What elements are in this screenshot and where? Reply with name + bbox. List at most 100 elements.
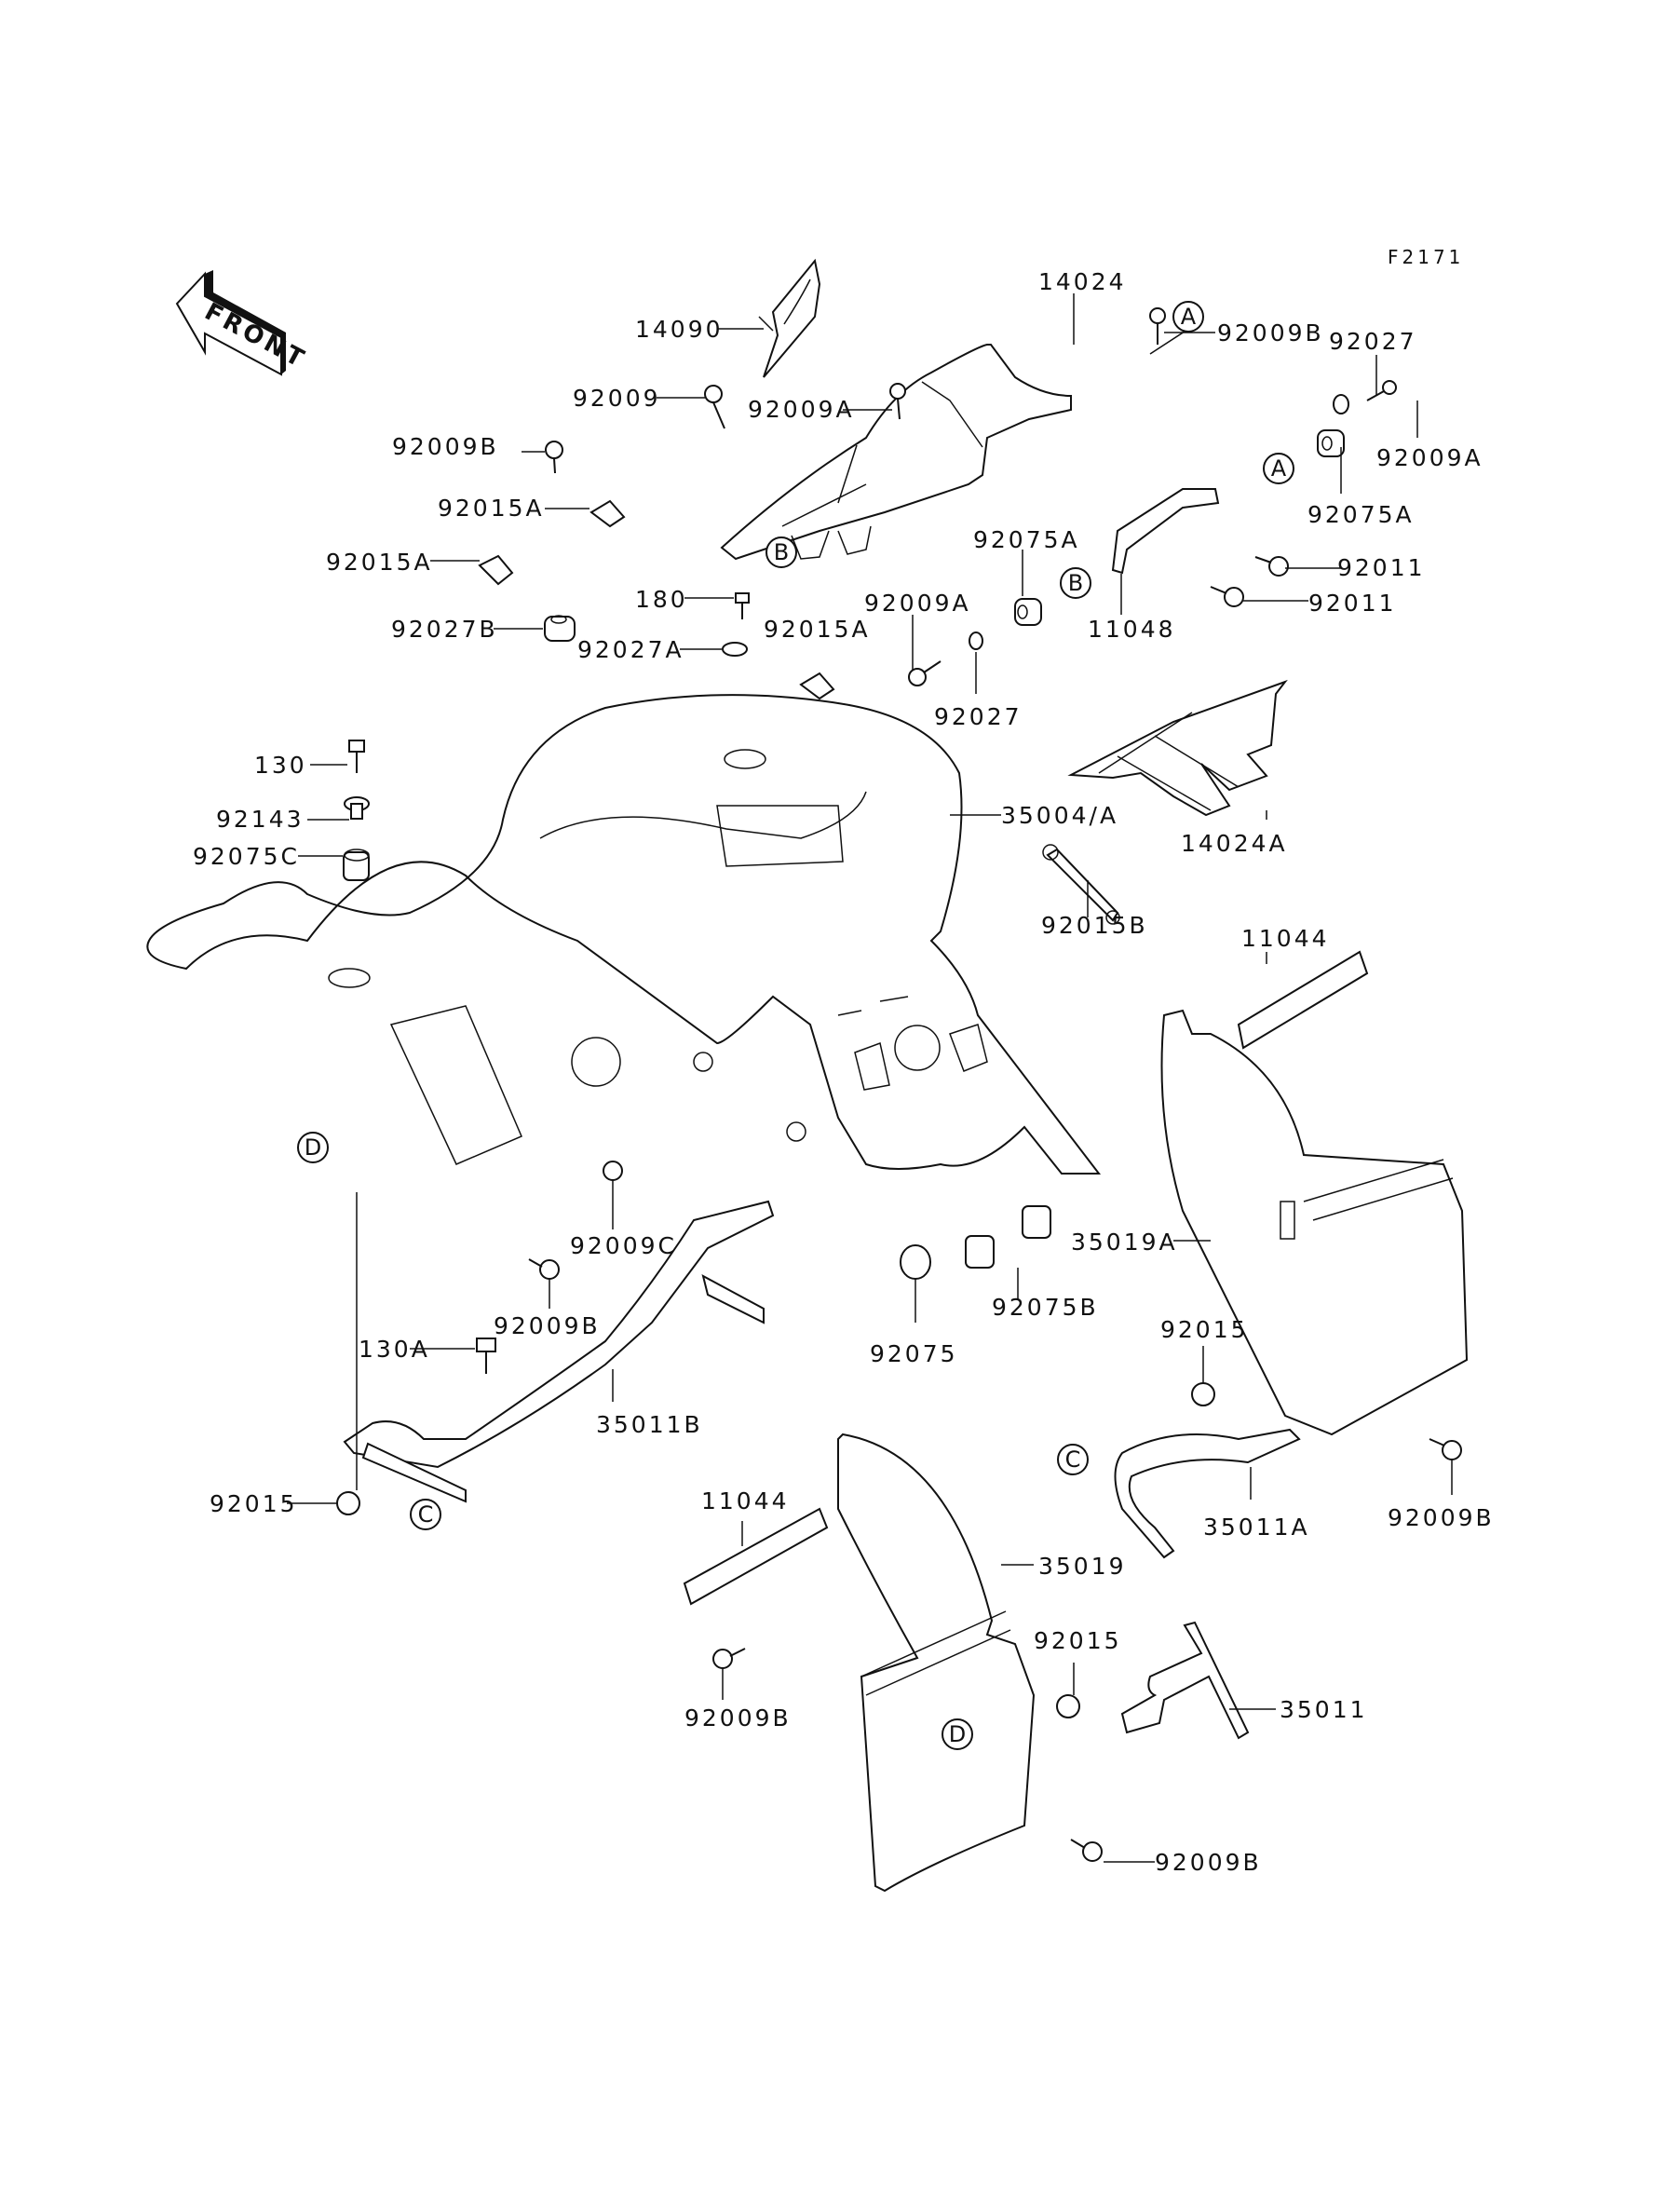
part-label: 92027A [577,636,684,663]
part-35019A-mudflap [1160,1009,1469,1436]
part-label: 14024A [1181,830,1288,857]
callout-b-left: B [765,536,797,568]
screw-icon [704,385,725,429]
part-92015B-strap [1042,844,1120,925]
part-label: 11048 [1088,616,1176,643]
part-label: 92009A [864,590,971,617]
screw-icon [1149,307,1166,345]
part-label: 35011A [1203,1514,1310,1541]
callout-d-left: D [297,1132,329,1163]
part-35004A-rear-fender [146,694,1102,1175]
screw-icon [1210,586,1244,607]
part-35011-bracket [1120,1621,1250,1740]
part-label: 92011 [1308,590,1397,617]
part-label: 92009B [1155,1849,1262,1876]
part-35019-mudflap [837,1433,1036,1893]
part-label: 92009B [494,1312,601,1339]
screw-icon [545,441,563,474]
grommet-icon [343,849,370,881]
part-label: 35019A [1071,1229,1178,1256]
callout-c-right: C [1057,1444,1089,1475]
part-label: 92015A [326,549,433,576]
callout-b-mid: B [1060,567,1091,599]
grommet-icon [1022,1205,1051,1239]
part-label: 92009B [1217,319,1324,346]
grommet-icon [1317,429,1345,457]
part-14090-grab-handle [758,258,821,378]
part-label: 92075A [1307,501,1415,528]
part-label: 35011 [1280,1696,1368,1723]
washer-icon [969,631,983,650]
part-35011A-bracket [1114,1428,1301,1559]
part-labels: 14090 14024 92009 92009A 92009B 92027 92… [193,268,1495,1876]
screw-icon [1366,380,1397,401]
part-label: 92009 [573,385,661,412]
svg-text:A: A [1271,455,1287,482]
screw-icon [1254,556,1289,577]
svg-text:D: D [305,1134,321,1161]
part-label: 92015 [1034,1627,1122,1654]
part-label: 11044 [1241,925,1330,952]
svg-text:A: A [1181,304,1197,330]
part-label: 92075B [992,1294,1099,1321]
screw-icon [1429,1438,1462,1460]
svg-text:D: D [949,1721,966,1747]
figure-id: F2171 [1388,246,1464,268]
part-11044-lower-strip [683,1507,829,1606]
part-14024A-bracket [1067,679,1288,817]
part-label: 92011 [1337,554,1426,581]
part-label: 35004/A [1001,802,1118,829]
grommet-icon [544,615,576,642]
part-label: 92027 [1329,328,1417,355]
screw-icon [908,660,942,686]
part-label: 92009A [1376,444,1484,471]
grommet-icon [965,1235,995,1269]
svg-text:C: C [1065,1446,1081,1473]
svg-text:C: C [418,1501,434,1528]
screw-icon [1070,1839,1103,1862]
front-arrow-icon: FRONT [175,270,311,376]
part-label: 92027B [391,616,498,643]
part-label: 92009B [1388,1504,1495,1531]
screw-icon [712,1648,746,1669]
part-label: 35019 [1038,1553,1127,1580]
part-label: 92075C [193,843,300,870]
part-label: 92009A [748,396,855,423]
collar-icon [344,796,370,820]
screw-icon [528,1258,560,1280]
part-label: 92009B [684,1704,792,1731]
callout-d-lower: D [942,1718,973,1750]
clip-icon [478,554,514,586]
callout-c-left: C [410,1499,441,1530]
part-label: 92075 [870,1340,958,1367]
nut-icon [1056,1694,1080,1718]
plug-icon [603,1161,623,1181]
svg-text:B: B [774,539,789,565]
grommet-icon [722,642,748,657]
svg-text:B: B [1068,570,1083,596]
screw-icon [889,383,906,420]
part-label: 14024 [1038,268,1127,295]
nut-icon [1191,1382,1215,1406]
bolt-icon [476,1338,496,1374]
nut-icon [336,1491,360,1515]
callout-a-mid: A [1263,453,1294,484]
callout-a-top: A [1172,301,1204,333]
part-11044-right-strip [1237,950,1369,1050]
part-label: 92015A [764,616,871,643]
part-14024-carrier [720,344,1072,561]
part-label: 92075A [973,526,1080,553]
part-label: 92143 [216,806,305,833]
part-label: 92015 [210,1490,298,1517]
washer-icon [1333,394,1349,414]
part-label: 92009C [570,1232,677,1259]
grommet-icon [1014,598,1042,626]
part-label: 14090 [635,316,724,343]
clip-icon [589,499,626,528]
part-label: 11044 [701,1487,790,1514]
part-11048-stay [1111,488,1220,575]
part-label: 92015B [1041,912,1148,939]
part-label: 92027 [934,703,1023,730]
part-label: 92015A [438,495,545,522]
